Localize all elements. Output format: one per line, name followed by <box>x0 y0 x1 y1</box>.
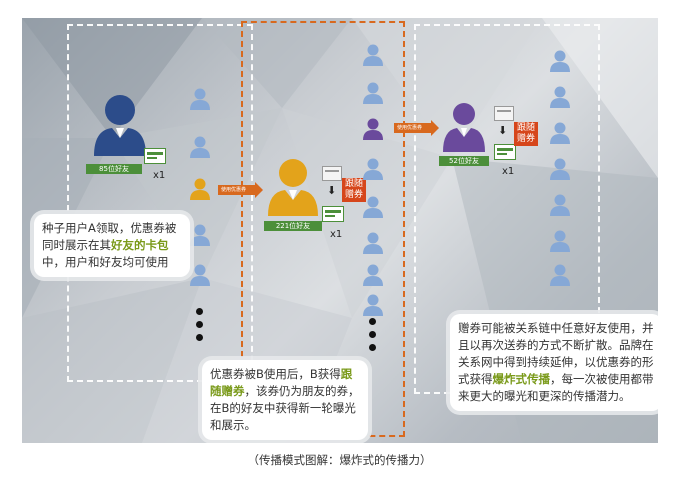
friend-icon <box>550 122 570 144</box>
bubble-text: ，每一次被使用都带来更大的曝光和更深的传播潜力。 <box>458 372 654 403</box>
down-arrow-icon: ⬇ <box>498 124 508 137</box>
friend-icon <box>363 44 383 66</box>
friend-icon <box>550 50 570 72</box>
user-a-coupon-icon <box>144 148 166 164</box>
user-b-follow-tag: 跟随赠券 <box>342 178 366 202</box>
friend-icon <box>363 294 383 316</box>
user-c-coupon-icon <box>494 144 516 160</box>
bubble-highlight: 爆炸式传播 <box>492 372 551 386</box>
friend-icon <box>363 158 383 180</box>
friend-icon <box>363 232 383 254</box>
user-b-icon <box>268 159 318 216</box>
friend-icon <box>363 264 383 286</box>
user-b-badge: 221位好友 <box>264 221 322 231</box>
follow-coupon-bubble: 优惠券被B使用后，B获得跟随赠券，该券仍为朋友的券，在B的好友中获得新一轮曝光和… <box>202 360 368 440</box>
user-c-follow-tag: 跟随赠券 <box>514 122 538 146</box>
bubble-text: 赠券可能被关系链中任意好友使用，并且以再次送券的方式不断扩散。品牌在关系网中得到… <box>458 321 654 386</box>
friend-icon <box>190 264 210 286</box>
user-c-gray-coupon-icon <box>494 106 514 121</box>
friend-icon <box>550 194 570 216</box>
more-dots-icon <box>369 318 376 357</box>
diagram-canvas: 85位好友 x1 使用优惠券 221位好友 ⬇ 跟随赠券 x1 使用优惠券 <box>22 18 658 443</box>
user-a-badge: 85位好友 <box>86 164 142 174</box>
bubble-text: ，该券仍为朋友的券，在B的好友中获得新一轮曝光和展示。 <box>210 384 360 432</box>
friend-icon-orange <box>190 178 210 200</box>
figure-caption: （传播模式图解：爆炸式的传播力） <box>247 453 432 467</box>
friend-icon-purple <box>363 118 383 140</box>
friend-icon <box>190 224 210 246</box>
more-dots-icon <box>196 308 203 347</box>
bubble-text: 种子用户A领取，优惠券被同时展示在其 <box>42 221 177 252</box>
friend-icon <box>550 264 570 286</box>
explosive-spread-bubble: 赠券可能被关系链中任意好友使用，并且以再次送券的方式不断扩散。品牌在关系网中得到… <box>450 314 658 411</box>
user-c-multiplier: x1 <box>502 166 515 177</box>
user-b-coupon-icon <box>322 206 344 222</box>
arrow-to-b: 使用优惠券 <box>218 182 263 198</box>
bubble-highlight: 跟随赠券 <box>210 367 353 398</box>
friend-icon <box>550 86 570 108</box>
user-a-multiplier: x1 <box>153 170 166 181</box>
user-b-gray-coupon-icon <box>322 166 342 181</box>
user-c-icon <box>443 103 485 152</box>
friend-icon <box>190 88 210 110</box>
arrow-to-c: 使用优惠券 <box>394 120 439 136</box>
seed-user-bubble: 种子用户A领取，优惠券被同时展示在其好友的卡包中，用户和好友均可使用 <box>34 214 190 277</box>
bubble-text: 中，用户和好友均可使用 <box>42 255 169 269</box>
seed-frame <box>67 24 253 382</box>
friend-icon <box>550 230 570 252</box>
friend-icon <box>363 82 383 104</box>
friend-icon <box>190 136 210 158</box>
user-c-badge: 52位好友 <box>439 156 489 166</box>
bubble-text: 优惠券被B使用后，B获得 <box>210 367 341 381</box>
friend-icon <box>550 158 570 180</box>
user-b-multiplier: x1 <box>330 229 343 240</box>
down-arrow-icon: ⬇ <box>327 184 337 197</box>
bubble-highlight: 好友的卡包 <box>111 238 169 252</box>
friend-icon <box>363 196 383 218</box>
user-a-icon <box>94 95 146 156</box>
